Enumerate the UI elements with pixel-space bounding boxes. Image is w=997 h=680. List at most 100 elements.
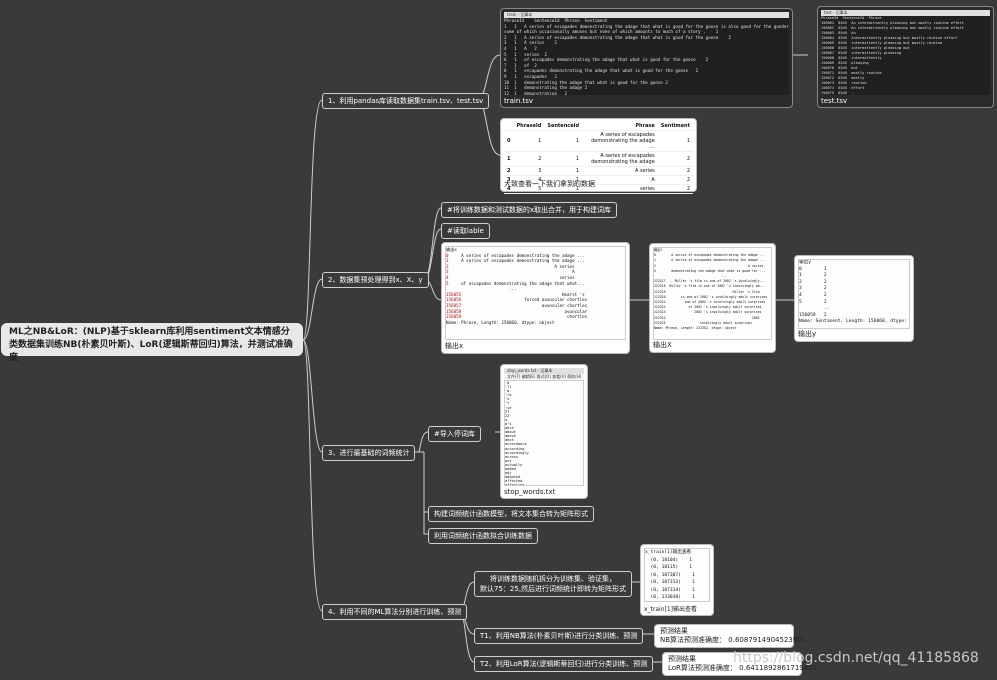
data-preview-caption: 大致查看一下我们拿到的数据 — [504, 180, 595, 188]
train-line: 12 1 demonstrating 2 — [504, 90, 568, 95]
table-cell: 2 — [657, 175, 693, 185]
link-root-b4 — [302, 339, 323, 612]
output-X-line: 222317 , 'Miller 's film is one of 2002 … — [654, 279, 766, 284]
table-cell: 2 — [657, 184, 693, 194]
b2-leaf-label[interactable]: #读取lable — [441, 223, 490, 239]
xtrain-card[interactable]: x_train[1]输出查看 (0, 18104) 1 (0, 18115) 1… — [640, 544, 714, 616]
test-line: 156064 8545 intermittently pleasing but … — [821, 36, 958, 40]
table-cell: 1 — [544, 130, 583, 152]
output-x-index: 156057 — [446, 302, 462, 308]
output-x-line: 156055 Hearst 's — [446, 292, 625, 298]
train-line: PhraseId SentenceId Phrase Sentiment — [504, 18, 608, 23]
test-line: PhraseId SentenceId Phrase — [821, 16, 882, 20]
branch-2[interactable]: 2、数据集预处理得到x、X、y — [322, 272, 429, 288]
test-tsv-caption: test.tsv — [821, 97, 848, 105]
train-line: 11 1 demonstrating the adage 2 — [504, 85, 588, 91]
nb-result-title: 预测结果 — [660, 627, 688, 635]
xtrain-line: (0, 107307) 1 — [645, 572, 695, 578]
test-line: 156071 8545 mostly routine — [821, 71, 882, 75]
b4-leaf-split[interactable]: 将训练数据随机拆分为训练集、验证集， 默认75：25,然后进行词频统计即转为矩阵… — [474, 571, 633, 597]
branch-1-label: 1、利用pandas库读取数据集train.tsv、test.tsv — [328, 97, 484, 105]
output-x-index: 156058 — [446, 308, 462, 314]
b3-leaf-vectorizer[interactable]: 构建词频统计函数模型，将文本集合转为矩阵形式 — [428, 506, 594, 522]
b3-leaf-stopwords-label: #导入停词库 — [434, 430, 475, 438]
table-cell: 1 — [544, 175, 583, 185]
output-y-line: 输出y — [799, 260, 811, 265]
output-x-line: 1 A series of escapades demonstrating th… — [446, 258, 625, 264]
stop-word-line: 'd — [505, 381, 510, 385]
table-header-cell: Sentiment — [657, 122, 693, 131]
table-cell: 1 — [544, 184, 583, 194]
nb-result-value: NB算法预测准确度： 0.6087914904523901 — [660, 636, 807, 644]
table-cell: A series — [582, 166, 658, 176]
output-x-index: 输出x — [446, 247, 457, 252]
stop-words-caption: stop_words.txt — [504, 488, 556, 496]
output-X-line: 5 demonstrating the adage that what is g… — [654, 268, 766, 273]
output-x-text: A series — [448, 263, 575, 269]
output-X-line: 222321 one of 2002 's involvingly adult … — [654, 300, 766, 305]
table-cell: 4 — [513, 175, 545, 185]
output-x-text: ... — [446, 286, 517, 292]
output-x-index: 156059 — [446, 314, 462, 320]
b3-leaf-fit[interactable]: 利用词频统计函数拟合训练数据 — [428, 528, 538, 544]
output-x-line: 0 A series of escapades demonstrating th… — [446, 253, 625, 259]
stop-word-line: actually — [505, 462, 523, 467]
output-X-line: 2 A series — [654, 263, 764, 268]
xtrain-line: (0, 18115) 1 — [645, 565, 693, 570]
stop-words-card[interactable]: stop_words.txt - 记事本 文件(F) 编辑(E) 格式(O) 查… — [500, 364, 588, 499]
branch-4[interactable]: 4、利用不同的ML算法分别进行训练、预测 — [322, 604, 468, 620]
output-y-caption: 输出y — [798, 330, 817, 338]
output-x-line: 5 of escapades demonstrating the adage t… — [446, 281, 625, 287]
stop-word-line: affected — [505, 479, 523, 484]
output-x-index: 3 — [446, 269, 449, 275]
train-line: 9 1 escapades 2 — [504, 73, 557, 79]
output-X-line: 222320 is one of 2002 's involvingly adu… — [654, 294, 768, 299]
output-x-text: forced avuncular chortles — [461, 297, 588, 303]
link-root-b2 — [302, 278, 323, 341]
table-cell: 1 — [513, 130, 545, 152]
output-y-line: 4 2 — [799, 292, 827, 298]
b4-leaf-nb[interactable]: T1、利用NB算法(朴素贝叶斯)进行分类训练、预测 — [474, 628, 644, 644]
output-X-line: 0 A series of escapades demonstrating th… — [654, 253, 766, 258]
test-line: 156075 8545 . — [821, 91, 854, 95]
stop-word-line: accordingly — [505, 450, 529, 455]
stop-word-line: 'm — [505, 389, 510, 394]
output-X-line: 222318 Miller 's film is one of 2002 's … — [654, 284, 766, 289]
branch-3[interactable]: 3、进行最基础的词频统计 — [322, 445, 416, 461]
test-line: 156068 8545 intermittently — [821, 56, 882, 60]
stop-words-window-title: stop_words.txt - 记事本 — [504, 368, 584, 374]
train-tsv-card[interactable]: train - 记事本 PhraseId SentenceId Phrase S… — [500, 8, 793, 108]
xtrain-content: x_train[1]输出查看 (0, 18104) 1 (0, 18115) 1… — [644, 548, 710, 602]
test-line: 156067 8545 intermittently pleasing — [821, 51, 902, 55]
output-x-line: 输出x — [446, 247, 625, 253]
branch-1[interactable]: 1、利用pandas库读取数据集train.tsv、test.tsv — [322, 93, 490, 109]
output-X-line: 222322 of 2002 's involvingly adult surp… — [654, 305, 762, 310]
output-x-text: of escapades demonstrating the adage tha… — [448, 280, 585, 286]
stop-word-line: 'll — [505, 385, 512, 390]
xtrain-caption: x_train[1]输出查看 — [644, 606, 698, 613]
b3-leaf-vectorizer-label: 构建词频统计函数模型，将文本集合转为矩阵形式 — [434, 510, 588, 518]
b4-leaf-lor[interactable]: T2、利用LoR算法(逻辑斯蒂回归)进行分类训练、预测 — [474, 656, 654, 672]
table-cell: A series of escapades demonstrating the … — [582, 130, 658, 152]
table-cell: 4 — [504, 184, 514, 194]
b3-leaf-stopwords[interactable]: #导入停词库 — [428, 426, 481, 442]
stop-word-line: ZT — [505, 409, 510, 414]
xtrain-line: x_train[1]输出查看 — [645, 550, 692, 555]
stop-word-line: adopted — [505, 475, 521, 480]
test-line: 156074 8545 effort — [821, 86, 865, 90]
root-topic[interactable]: ML之NB&LoR：(NLP)基于sklearn库利用sentiment文本情感… — [1, 323, 303, 363]
test-line: 156072 8545 mostly — [821, 76, 865, 80]
table-header-cell: Phrase — [582, 122, 658, 131]
b2-leaf-merge[interactable]: #将训练数据和测试数据的x取出合并，用于构建词库 — [441, 202, 618, 218]
